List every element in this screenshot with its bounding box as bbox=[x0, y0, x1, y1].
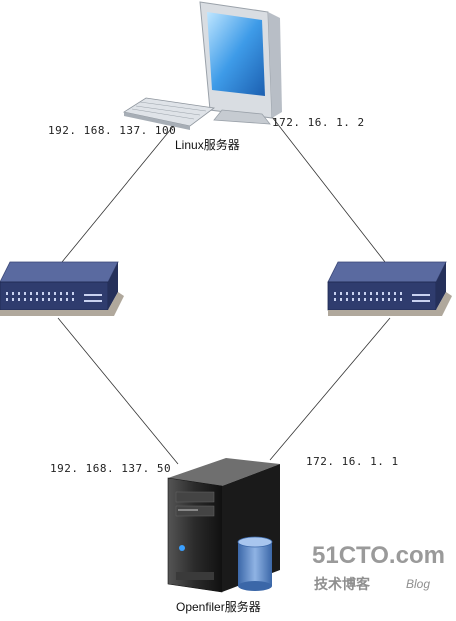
link-left-switch-openfiler bbox=[57, 317, 179, 465]
link-linux-right-switch bbox=[261, 103, 386, 263]
storage-cylinder-icon bbox=[237, 536, 273, 591]
linux-server-label: Linux服务器 bbox=[175, 138, 240, 152]
watermark-blog: Blog bbox=[406, 577, 431, 591]
link-linux-left-switch bbox=[61, 117, 181, 263]
ip-label-linux-right: 172. 16. 1. 2 bbox=[272, 116, 365, 129]
watermark-site: 51CTO.com bbox=[312, 542, 445, 569]
watermark-tagline: 技术博客 bbox=[314, 577, 370, 593]
left-switch-icon bbox=[0, 261, 124, 316]
ip-label-linux-left: 192. 168. 137. 100 bbox=[48, 124, 177, 137]
ip-label-openfiler-left: 192. 168. 137. 50 bbox=[50, 462, 172, 475]
openfiler-server-label: Openfiler服务器 bbox=[176, 600, 261, 614]
ip-label-openfiler-right: 172. 16. 1. 1 bbox=[306, 455, 399, 468]
link-right-switch-openfiler bbox=[269, 317, 391, 461]
right-switch-icon bbox=[327, 261, 452, 316]
linux-computer-icon bbox=[122, 1, 282, 130]
